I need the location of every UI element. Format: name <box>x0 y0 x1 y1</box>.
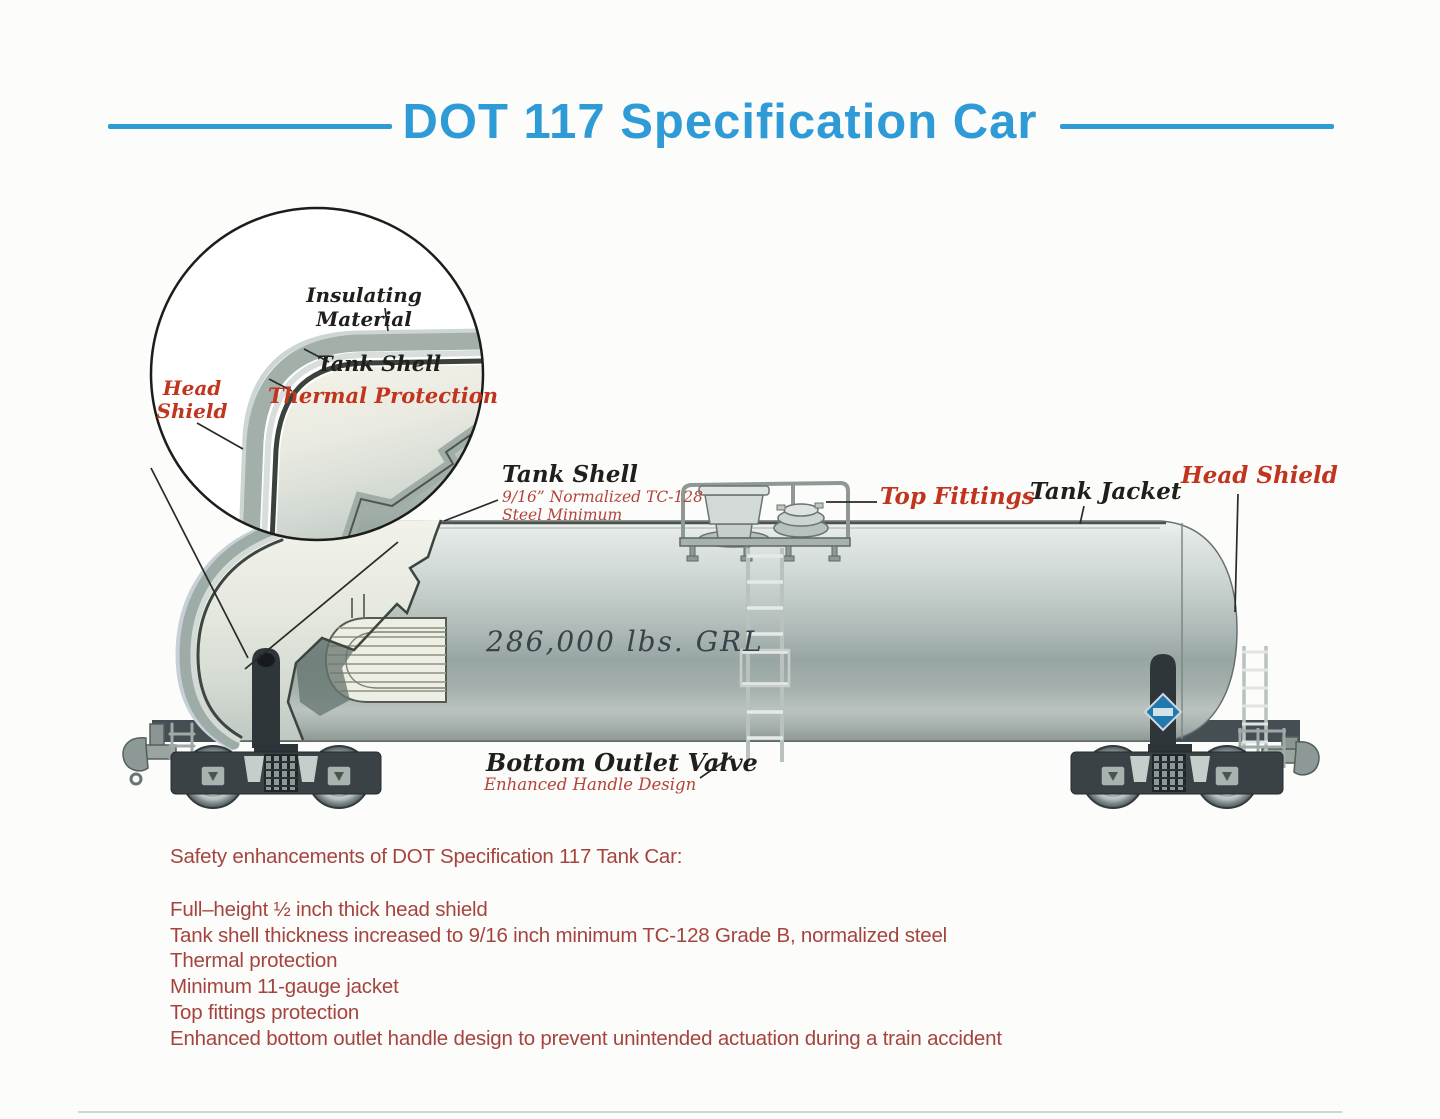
top-fittings-housing <box>679 480 851 562</box>
bottom-outlet-valve-sublabel: Enhanced Handle Design <box>484 775 697 794</box>
tank-shell-inset-label: Tank Shell <box>316 351 442 376</box>
insulating-material-label: Insulating Material <box>306 283 422 331</box>
cutaway-interior <box>175 519 447 751</box>
tank-shell-label: Tank Shell <box>502 461 638 488</box>
leader-lines <box>150 467 1239 779</box>
magnifier-cone-line-1 <box>150 467 249 659</box>
interior-shadow-wedge <box>296 638 354 716</box>
magnifier-cone-line-2 <box>244 541 399 670</box>
bottom-outlet-valve-label: Bottom Outlet Valve <box>486 748 758 777</box>
truck-left <box>170 744 382 809</box>
head-layer-bands <box>175 523 284 751</box>
head-shield-inset-line1: Head <box>162 376 222 400</box>
bolster-right <box>1143 654 1183 746</box>
safety-list-heading: Safety enhancements of DOT Specification… <box>170 845 683 868</box>
safety-item-2: Tank shell thickness increased to 9/16 i… <box>170 923 947 947</box>
safety-item-1: Full–height ½ inch thick head shield <box>170 898 488 921</box>
safety-item-6: Enhanced bottom outlet handle design to … <box>170 1026 1002 1050</box>
hazmat-placard <box>1143 692 1183 732</box>
leader-tank-shell-inset <box>303 348 330 363</box>
leader-insulating-material <box>384 307 389 332</box>
tank-jacket-label: Tank Jacket <box>1030 478 1182 505</box>
tank-shell-sub-line1: 9/16” Normalized TC-128 <box>502 488 704 506</box>
title-rule-right <box>1060 124 1334 129</box>
middle-ladder <box>739 548 791 762</box>
leader-bottom-outlet <box>699 755 733 779</box>
leader-head-shield <box>1234 493 1239 613</box>
top-fittings-label: Top Fittings <box>880 483 1035 510</box>
head-shield-inset-line2: Shield <box>156 399 228 423</box>
leader-head-shield-inset <box>196 422 244 450</box>
title-row: DOT 117 Specification Car <box>0 94 1440 154</box>
safety-item-4: Minimum 11-gauge jacket <box>170 975 399 999</box>
heater-coil <box>324 594 447 703</box>
leader-tank-shell <box>443 499 499 522</box>
safety-item-5: Top fittings protection <box>170 1000 360 1024</box>
tank-shell-sub-line2: Steel Minimum <box>502 506 623 524</box>
leader-tank-jacket <box>1079 505 1085 525</box>
head-shield-inset-label: Head Shield <box>150 377 234 423</box>
leader-thermal-protection <box>268 378 293 392</box>
bottom-rule <box>78 1111 1342 1113</box>
cut-edge <box>286 519 443 741</box>
safety-item-3: Thermal protection <box>170 949 338 973</box>
head-shield-label: Head Shield <box>1181 462 1338 489</box>
thermal-protection-label: Thermal Protection <box>267 383 499 408</box>
grl-stencil-text: 286,000 lbs. GRL <box>486 625 764 658</box>
truck-right <box>1070 744 1284 809</box>
safety-enhancements-list: Safety enhancements of DOT Specification… <box>170 845 1290 1051</box>
tank-shell-sublabel: 9/16” Normalized TC-128 Steel Minimum <box>502 488 703 524</box>
title-rule-left <box>108 124 392 129</box>
bolster-left <box>252 648 280 748</box>
page-title: DOT 117 Specification Car <box>402 95 1038 149</box>
end-ladder-right <box>1238 646 1286 768</box>
